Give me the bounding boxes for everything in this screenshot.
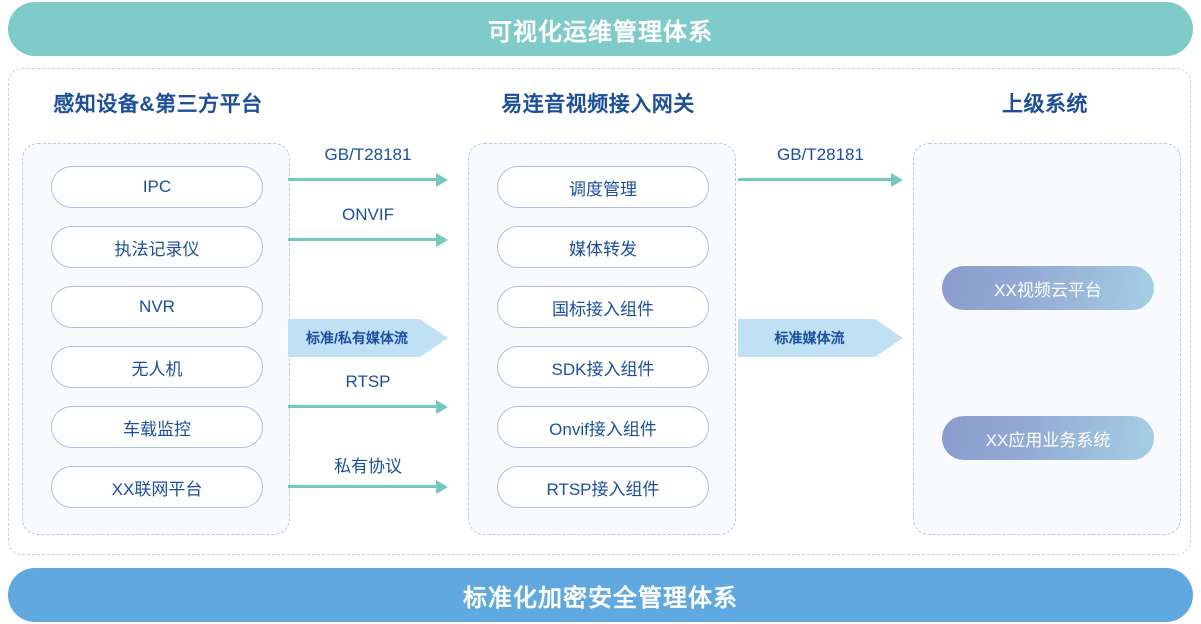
- arrow-head-icon: [891, 173, 903, 187]
- list-item[interactable]: XX联网平台: [51, 466, 263, 508]
- connector-block-arrow: 标准媒体流: [738, 319, 903, 357]
- list-item[interactable]: 国标接入组件: [497, 286, 709, 328]
- bottom-banner: 标准化加密安全管理体系: [8, 568, 1193, 622]
- list-item[interactable]: XX视频云平台: [942, 266, 1154, 310]
- connector-arrow: GB/T28181: [288, 145, 448, 187]
- connector-block-label: 标准/私有媒体流: [288, 319, 420, 357]
- arrow-line: [288, 178, 438, 181]
- arrow-line: [288, 238, 438, 241]
- column-gateway: 易连音视频接入网关 调度管理 媒体转发 国标接入组件 SDK接入组件 Onvif…: [448, 68, 748, 555]
- column-sensing-devices: 感知设备&第三方平台 IPC 执法记录仪 NVR 无人机 车载监控 XX联网平台: [8, 68, 308, 555]
- connectors-middle-to-right: GB/T28181 标准媒体流: [738, 68, 903, 555]
- list-item[interactable]: SDK接入组件: [497, 346, 709, 388]
- bottom-banner-label: 标准化加密安全管理体系: [463, 584, 738, 612]
- connector-label: RTSP: [345, 372, 391, 391]
- connector-block-label: 标准媒体流: [738, 319, 875, 357]
- arrow-line: [288, 405, 438, 408]
- list-item[interactable]: NVR: [51, 286, 263, 328]
- column-upper-system: 上级系统 XX视频云平台 XX应用业务系统: [895, 68, 1195, 555]
- arrow-head-icon: [436, 480, 448, 494]
- arrow-head-icon: [436, 400, 448, 414]
- top-banner: 可视化运维管理体系: [8, 2, 1193, 56]
- list-item[interactable]: 调度管理: [497, 166, 709, 208]
- arrow-head-icon: [436, 233, 448, 247]
- list-item[interactable]: Onvif接入组件: [497, 406, 709, 448]
- arrow-line: [738, 178, 893, 181]
- list-item[interactable]: 无人机: [51, 346, 263, 388]
- list-item[interactable]: XX应用业务系统: [942, 416, 1154, 460]
- arrow-head-icon: [436, 173, 448, 187]
- group-box-middle: 调度管理 媒体转发 国标接入组件 SDK接入组件 Onvif接入组件 RTSP接…: [468, 143, 736, 535]
- column-title-left: 感知设备&第三方平台: [53, 93, 263, 116]
- connector-label: GB/T28181: [777, 145, 864, 164]
- connector-block-arrow: 标准/私有媒体流: [288, 319, 448, 357]
- connector-label: 私有协议: [334, 457, 402, 476]
- connectors-left-to-middle: GB/T28181 ONVIF 标准/私有媒体流 RTSP 私有协议: [288, 68, 448, 555]
- list-item[interactable]: IPC: [51, 166, 263, 208]
- list-item[interactable]: RTSP接入组件: [497, 466, 709, 508]
- group-box-left: IPC 执法记录仪 NVR 无人机 车载监控 XX联网平台: [22, 143, 290, 535]
- arrow-head-icon: [420, 319, 448, 357]
- group-box-right: XX视频云平台 XX应用业务系统: [913, 143, 1181, 535]
- connector-arrow: GB/T28181: [738, 145, 903, 187]
- connector-arrow: RTSP: [288, 372, 448, 414]
- list-item[interactable]: 执法记录仪: [51, 226, 263, 268]
- list-item[interactable]: 媒体转发: [497, 226, 709, 268]
- connector-label: ONVIF: [342, 205, 394, 224]
- top-banner-label: 可视化运维管理体系: [488, 18, 713, 46]
- connector-label: GB/T28181: [324, 145, 412, 164]
- column-title-right: 上级系统: [1002, 93, 1088, 116]
- connector-arrow: 私有协议: [288, 457, 448, 494]
- column-title-middle: 易连音视频接入网关: [501, 93, 695, 116]
- arrow-line: [288, 485, 438, 488]
- list-item[interactable]: 车载监控: [51, 406, 263, 448]
- connector-arrow: ONVIF: [288, 205, 448, 247]
- arrow-head-icon: [875, 319, 903, 357]
